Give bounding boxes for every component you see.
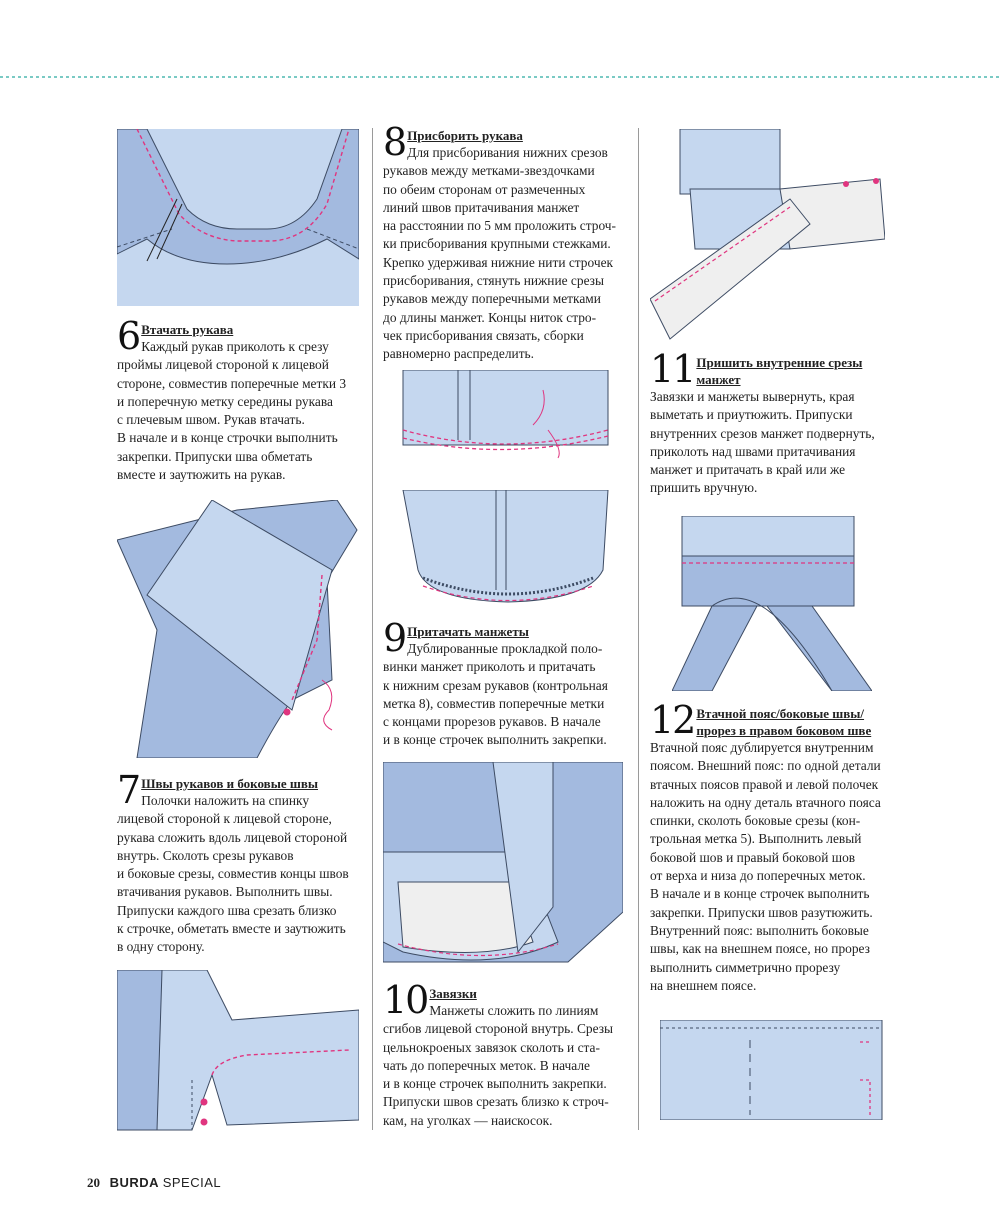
step-title: Притачать манжеты xyxy=(407,624,529,639)
page-footer: 20 BURDA SPECIAL xyxy=(87,1175,221,1191)
illustration-neckline-sleeve xyxy=(117,129,359,306)
step-number: 7 xyxy=(117,768,141,812)
column-divider-2 xyxy=(638,128,639,1130)
step-body: Для присборивания нижних срезов рукавов … xyxy=(383,145,616,362)
step-10: 10 Завязки Манжеты сложить по линиям сги… xyxy=(383,978,633,1130)
illustration-gathering-marks xyxy=(402,370,609,459)
step-body: Полочки наложить на спинку лицевой сторо… xyxy=(117,793,349,955)
step-body: Манжеты сложить по линиям сгибов лицевой… xyxy=(383,1003,613,1128)
step-12: 12 Втачной пояс/боковые швы/ прорез в пр… xyxy=(650,698,900,995)
step-title: Присборить рукава xyxy=(407,128,523,143)
step-number: 12 xyxy=(650,698,696,742)
decorative-top-stitch-line xyxy=(0,76,999,78)
illustration-cuff-finishing xyxy=(672,516,872,691)
step-title: Швы рукавов и боковые швы xyxy=(141,776,319,791)
step-7: 7 Швы рукавов и боковые швы Полочки нало… xyxy=(117,768,367,957)
page-number: 20 xyxy=(87,1175,100,1190)
step-title: Завязки xyxy=(429,986,477,1001)
illustration-gathered-sleeve xyxy=(402,490,609,603)
illustration-cuff-tie xyxy=(650,129,885,340)
step-11: 11 Пришить внутренние срезы манжет Завяз… xyxy=(650,347,900,498)
step-number: 10 xyxy=(383,978,429,1022)
step-9: 9 Притачать манжеты Дублированные прокла… xyxy=(383,616,633,750)
step-number: 8 xyxy=(383,120,407,164)
illustration-sleeve-setting xyxy=(117,500,358,758)
step-6: 6 Втачать рукава Каждый рукав приколоть … xyxy=(117,314,367,484)
step-title: Пришить внутренние срезы манжет xyxy=(696,355,863,387)
step-number: 11 xyxy=(650,347,696,391)
step-body: Каждый рукав приколоть к срезу проймы ли… xyxy=(117,339,347,483)
illustration-side-seams xyxy=(117,970,359,1131)
step-body: Завязки и манжеты вывернуть, края вымета… xyxy=(650,389,875,496)
step-title: Втачать рукава xyxy=(141,322,234,337)
illustration-waistband xyxy=(660,1020,883,1120)
step-body: Дублированные прокладкой поло- винки ман… xyxy=(383,641,608,748)
magazine-brand: BURDA xyxy=(109,1175,160,1190)
illustration-cuff-attaching xyxy=(383,762,623,963)
step-number: 9 xyxy=(383,616,407,660)
magazine-edition: SPECIAL xyxy=(162,1175,222,1190)
step-title: Втачной пояс/боковые швы/ прорез в право… xyxy=(696,706,872,738)
step-number: 6 xyxy=(117,314,141,358)
column-divider-1 xyxy=(372,128,373,1130)
step-body: Втачной пояс дублируется внутренним пояс… xyxy=(650,740,881,993)
step-8: 8 Присборить рукава Для присборивания ни… xyxy=(383,120,633,364)
